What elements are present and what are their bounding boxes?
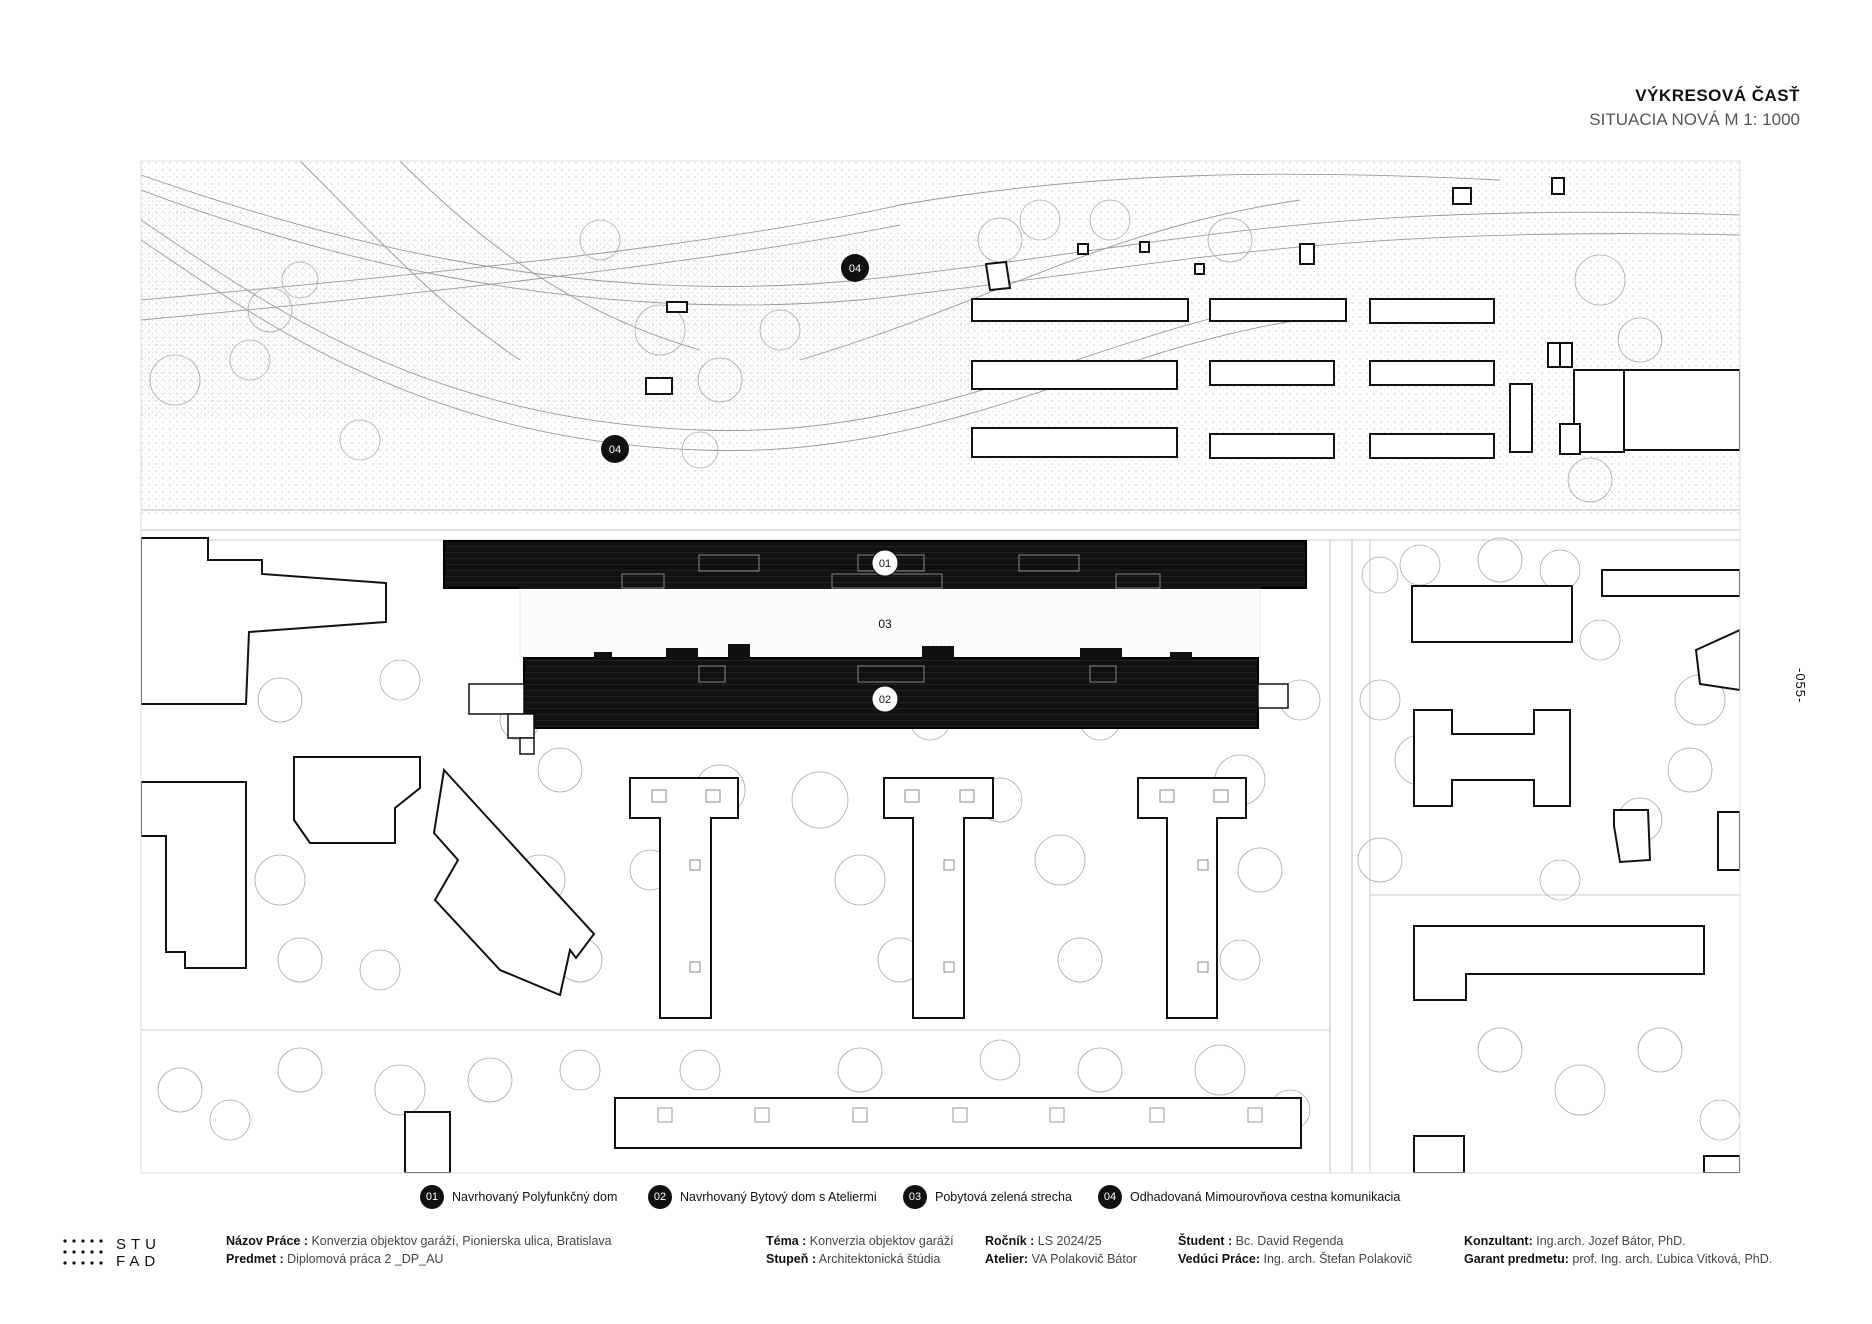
title-block-col3: Ročník : LS 2024/25 Atelier: VA Polakovi…	[985, 1232, 1137, 1268]
existing-buildings-east	[1411, 569, 1740, 1173]
marker-03-label: 03	[878, 617, 892, 631]
logo-line-2: FAD	[116, 1253, 161, 1270]
title-block-col2: Téma : Konverzia objektov garáží Stupeň …	[766, 1232, 954, 1268]
marker-02-label: 02	[879, 694, 891, 706]
plan-area	[141, 161, 1740, 1173]
logo-text: STU FAD	[116, 1236, 161, 1270]
legend-item-02: 02 Navrhovaný Bytový dom s Ateliermi	[648, 1184, 877, 1210]
rocnik-label: Ročník :	[985, 1234, 1035, 1248]
atelier-value: VA Polakovič Bátor	[1031, 1252, 1137, 1266]
existing-building-diagonal	[432, 767, 596, 997]
marker-01: 01	[871, 549, 899, 577]
residential-t-blocks	[629, 777, 1247, 1019]
tema-value: Konverzia objektov garáží	[809, 1234, 954, 1248]
konzultant-value: Ing.arch. Jozef Bátor, PhD.	[1536, 1234, 1686, 1248]
title-block-col1: Názov Práce : Konverzia objektov garáží,…	[226, 1232, 612, 1268]
legend-item-03: 03 Pobytová zelená strecha	[903, 1184, 1072, 1210]
title-block-col5: Konzultant: Ing.arch. Jozef Bátor, PhD. …	[1464, 1232, 1772, 1268]
stupen-value: Architektonická štúdia	[818, 1252, 941, 1266]
predmet-label: Predmet :	[226, 1252, 284, 1266]
marker-01-label: 01	[879, 558, 891, 570]
marker-04b: 04	[601, 435, 629, 463]
existing-building-sw	[141, 781, 247, 969]
stupen-label: Stupeň :	[766, 1252, 816, 1266]
marker-04a: 04	[841, 254, 869, 282]
legend-badge-03: 03	[903, 1185, 927, 1209]
rocnik-value: LS 2024/25	[1037, 1234, 1102, 1248]
garant-value: prof. Ing. arch. Ľubica Vitková, PhD.	[1572, 1252, 1773, 1266]
legend-badge-01: 01	[420, 1185, 444, 1209]
konzultant-label: Konzultant:	[1464, 1234, 1533, 1248]
student-value: Bc. David Regenda	[1235, 1234, 1344, 1248]
legend-item-04: 04 Odhadovaná Mimourovňova cestna komuni…	[1098, 1184, 1400, 1210]
garage-blocks	[645, 177, 1740, 459]
existing-building-south	[614, 1097, 1302, 1149]
garant-label: Garant predmetu:	[1464, 1252, 1569, 1266]
marker-04a-label: 04	[849, 263, 861, 275]
existing-building-small	[293, 756, 421, 844]
legend-label-03: Pobytová zelená strecha	[935, 1190, 1072, 1204]
stu-fad-logo: STU FAD	[62, 1236, 172, 1272]
nazov-label: Názov Práce :	[226, 1234, 308, 1248]
drawing-subtitle: SITUACIA NOVÁ M 1: 1000	[1589, 110, 1800, 129]
nazov-value: Konverzia objektov garáží, Pionierska ul…	[311, 1234, 612, 1248]
student-label: Študent :	[1178, 1234, 1233, 1248]
logo-dots-icon	[63, 1239, 103, 1265]
predmet-value: Diplomová práca 2 _DP_AU	[287, 1252, 444, 1266]
veduci-label: Vedúci Práce:	[1178, 1252, 1260, 1266]
page-number: -055-	[1793, 668, 1808, 704]
legend-label-02: Navrhovaný Bytový dom s Ateliermi	[680, 1190, 877, 1204]
marker-02: 02	[871, 685, 899, 713]
veduci-value: Ing. arch. Štefan Polakovič	[1263, 1252, 1413, 1266]
legend-badge-04: 04	[1098, 1185, 1122, 1209]
atelier-label: Atelier:	[985, 1252, 1029, 1266]
title-block-col4: Študent : Bc. David Regenda Vedúci Práce…	[1178, 1232, 1412, 1268]
legend-label-01: Navrhovaný Polyfunkčný dom	[452, 1190, 618, 1204]
marker-04b-label: 04	[609, 444, 621, 456]
legend-item-01: 01 Navrhovaný Polyfunkčný dom	[420, 1184, 617, 1210]
drawing-section-title: VÝKRESOVÁ ČASŤ	[1635, 86, 1800, 105]
legend-badge-02: 02	[648, 1185, 672, 1209]
tema-label: Téma :	[766, 1234, 807, 1248]
logo-line-1: STU	[116, 1236, 161, 1253]
legend-label-04: Odhadovaná Mimourovňova cestna komunikac…	[1130, 1190, 1401, 1204]
existing-building-west	[141, 537, 387, 705]
green-roof-area	[519, 587, 1261, 659]
